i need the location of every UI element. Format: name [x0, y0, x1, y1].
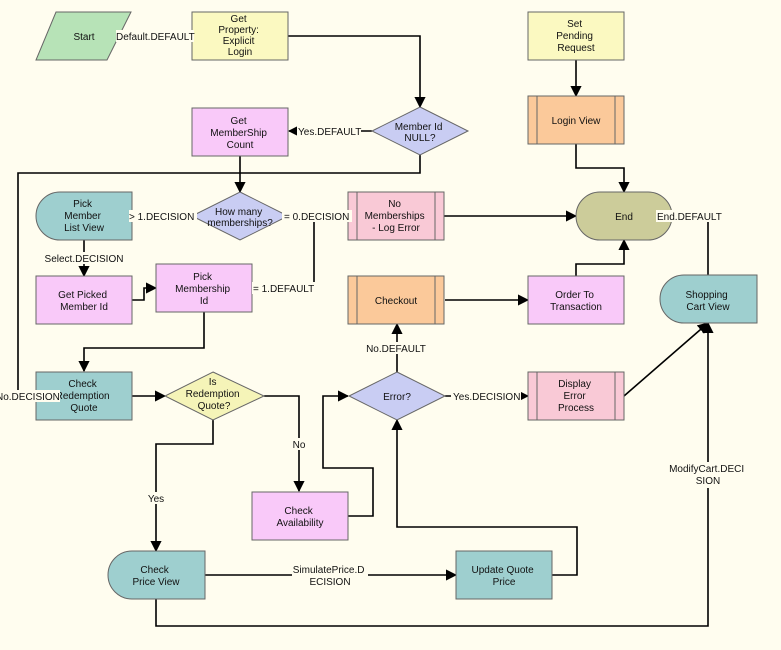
- get-membership-count-node[interactable]: [191, 107, 289, 157]
- check-redemption-quote-label: Check Redemption Quote: [56, 379, 113, 414]
- edge-label-no: No: [293, 440, 306, 451]
- how-many-memberships-label: How many memberships?: [207, 207, 273, 229]
- edge-label-modifycart-decision: ModifyCart.DECI SION: [669, 464, 747, 487]
- member-id-null-node[interactable]: [370, 106, 470, 156]
- edge-display-error-to-shopping-cart: [623, 322, 709, 397]
- edge-update-quote-to-error: [391, 418, 578, 576]
- check-availability-node[interactable]: [251, 491, 349, 541]
- no-memberships-node[interactable]: [347, 191, 445, 241]
- edge-get-property-to-member-id-null: [288, 35, 426, 109]
- edge-label-yes: Yes: [148, 494, 164, 505]
- node-labels: Start Get Property: Explicit Login Set P…: [56, 14, 731, 588]
- update-quote-price-label: Update Quote Price: [471, 565, 536, 588]
- get-picked-member-id-label: Get Picked Member Id: [58, 290, 110, 313]
- member-id-null-label: Member Id NULL?: [395, 122, 446, 144]
- edge-label-no-decision: No.DECISION: [0, 392, 60, 403]
- shopping-cart-view-label: Shopping Cart View: [685, 290, 730, 313]
- login-view-node[interactable]: [527, 95, 625, 145]
- edge-label-yes-decision: Yes.DECISION: [453, 392, 520, 403]
- pick-membership-id-node[interactable]: [155, 263, 253, 313]
- pick-member-list-view-node[interactable]: [35, 191, 133, 241]
- is-redemption-quote-label: Is Redemption Quote?: [186, 377, 243, 412]
- edge-check-price-to-shopping-cart: [155, 321, 714, 627]
- edge-labels: Default.DEFAULT Yes.DEFAULT > 1.DECISION…: [0, 30, 748, 589]
- no-memberships-label: No Memberships - Log Error: [365, 199, 428, 234]
- edge-is-redemption-no: [264, 395, 305, 493]
- edge-label-eq1-default: = 1.DEFAULT: [253, 284, 314, 295]
- how-many-memberships-node[interactable]: [190, 191, 290, 241]
- get-property-node[interactable]: [191, 11, 289, 61]
- edge-pick-membership-to-check-redemption: [78, 312, 205, 373]
- check-price-view-node[interactable]: [107, 550, 206, 600]
- edge-label-yes-default: Yes.DEFAULT: [298, 127, 361, 138]
- nodes: [35, 11, 758, 600]
- set-pending-label: Set Pending Request: [556, 19, 595, 54]
- get-picked-member-id-node[interactable]: [35, 275, 133, 325]
- edge-get-picked-to-pick-membership: [132, 282, 158, 301]
- order-to-transaction-label: Order To Transaction: [550, 290, 602, 313]
- is-redemption-quote-node[interactable]: [163, 371, 266, 421]
- pick-membership-id-label: Pick Membership Id: [175, 272, 233, 307]
- check-availability-label: Check Availability: [276, 506, 323, 529]
- start-label: Start: [73, 32, 94, 43]
- edge-order-to-end: [575, 238, 630, 276]
- display-error-process-node[interactable]: [527, 371, 625, 421]
- edge-label-no-default: No.DEFAULT: [366, 344, 426, 355]
- edge-is-redemption-yes: [150, 420, 214, 553]
- start-node[interactable]: [35, 11, 132, 61]
- edge-login-view-to-end: [575, 144, 630, 194]
- edge-label-select-decision: Select.DECISION: [45, 254, 124, 265]
- get-membership-count-label: Get MemberShip Count: [210, 116, 269, 151]
- error-node[interactable]: [347, 371, 447, 421]
- edge-label-gt1-decision: > 1.DECISION: [129, 212, 194, 223]
- display-error-process-label: Display Error Process: [558, 379, 594, 414]
- order-to-transaction-node[interactable]: [527, 275, 625, 325]
- edge-shopping-cart-to-end: [670, 210, 709, 275]
- get-property-label: Get Property: Explicit Login: [218, 14, 261, 58]
- error-label: Error?: [383, 392, 411, 403]
- edge-label-eq0-decision: = 0.DECISION: [284, 212, 349, 223]
- edge-label-default-default: Default.DEFAULT: [116, 32, 195, 43]
- shopping-cart-view-node[interactable]: [659, 274, 758, 324]
- pick-member-list-view-label: Pick Member List View: [64, 199, 105, 234]
- check-price-view-label: Check Price View: [132, 565, 180, 588]
- edge-check-availability-to-error: [322, 390, 374, 517]
- end-label: End: [615, 212, 633, 223]
- set-pending-node[interactable]: [527, 11, 625, 61]
- checkout-node[interactable]: [347, 275, 445, 325]
- update-quote-price-node[interactable]: [455, 550, 553, 600]
- edge-label-end-default: End.DEFAULT: [657, 212, 722, 223]
- edge-label-simulateprice-decision: SimulatePrice.D ECISION: [293, 565, 367, 588]
- checkout-label: Checkout: [375, 296, 417, 307]
- login-view-label: Login View: [552, 116, 602, 127]
